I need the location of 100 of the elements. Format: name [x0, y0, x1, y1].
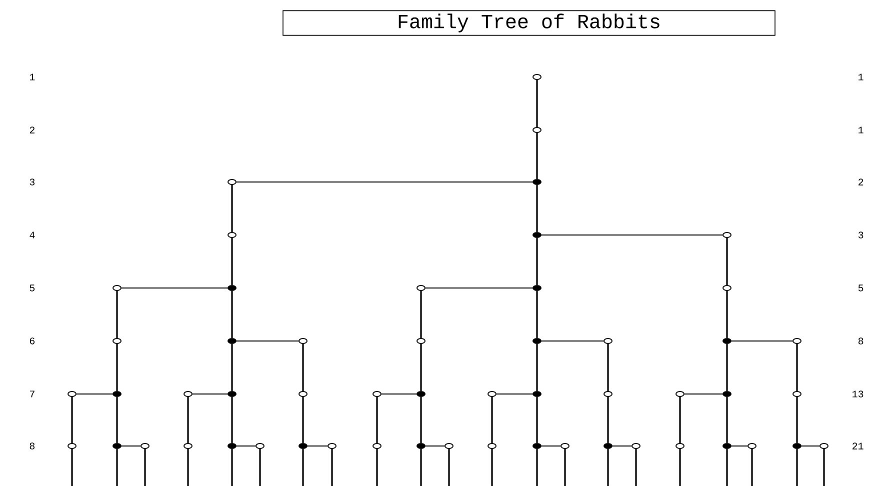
rabbit-node	[532, 232, 542, 238]
rabbit-node	[228, 285, 236, 291]
tree-line	[536, 185, 538, 232]
rabbit-node	[256, 443, 264, 449]
generation-number: 6	[30, 338, 35, 344]
title: Family Tree of Rabbits	[282, 10, 776, 36]
tree-line	[376, 397, 378, 443]
tree-line	[236, 340, 299, 342]
tree-line	[420, 449, 422, 486]
tree-line	[536, 80, 538, 127]
tree-line	[679, 449, 681, 486]
rabbit-node	[632, 443, 640, 449]
population-count: 1	[858, 74, 864, 80]
rabbit-node	[748, 443, 756, 449]
rabbit-node	[112, 391, 122, 397]
tree-line	[302, 344, 304, 391]
tree-line	[231, 344, 233, 391]
rabbit-node	[488, 391, 496, 397]
rabbit-node	[722, 391, 732, 397]
rabbit-node	[820, 443, 828, 449]
tree-line	[420, 291, 422, 338]
tree-line	[187, 449, 189, 486]
rabbit-node	[532, 179, 542, 185]
rabbit-node	[722, 232, 732, 238]
rabbit-node	[228, 443, 236, 449]
generation-number: 1	[30, 74, 35, 80]
rabbit-node	[604, 338, 612, 344]
tree-line	[331, 449, 333, 486]
rabbit-node	[532, 285, 542, 291]
tree-line	[71, 397, 73, 443]
population-count: 1	[858, 126, 864, 134]
rabbit-node	[604, 443, 612, 449]
rabbit-node	[112, 285, 122, 291]
rabbit-node	[604, 391, 612, 397]
rabbit-node	[140, 443, 150, 449]
tree-line	[751, 449, 753, 486]
tree-line	[536, 133, 538, 179]
rabbit-node	[444, 443, 454, 449]
tree-line	[259, 449, 261, 486]
generation-number: 5	[30, 284, 35, 292]
rabbit-node	[416, 391, 426, 397]
rabbit-node	[416, 338, 426, 344]
tree-line	[635, 449, 637, 486]
tree-line	[116, 291, 118, 338]
rabbit-node	[676, 391, 684, 397]
tree-line	[491, 449, 493, 486]
generation-number: 8	[30, 442, 35, 450]
rabbit-node	[722, 443, 732, 449]
rabbit-node	[112, 443, 122, 449]
rabbit-node	[792, 391, 802, 397]
tree-line	[726, 238, 728, 285]
tree-line	[231, 185, 233, 232]
rabbit-node	[68, 443, 76, 449]
rabbit-node	[676, 443, 684, 449]
rabbit-node	[228, 179, 236, 185]
tree-line	[823, 449, 825, 486]
rabbit-node	[532, 127, 542, 133]
rabbit-node	[560, 443, 570, 449]
rabbit-node	[532, 338, 542, 344]
tree-line	[607, 397, 609, 443]
tree-line	[726, 397, 728, 443]
rabbit-node	[722, 285, 732, 291]
rabbit-node	[228, 232, 236, 238]
population-count: 3	[858, 232, 864, 238]
rabbit-node	[532, 443, 542, 449]
generation-number: 3	[30, 178, 35, 186]
tree-line	[679, 397, 681, 443]
rabbit-node	[328, 443, 336, 449]
tree-line	[116, 397, 118, 443]
tree-line	[420, 397, 422, 443]
rabbit-node	[184, 443, 192, 449]
rabbit-node	[298, 338, 308, 344]
population-count: 8	[858, 338, 864, 344]
rabbit-node	[792, 443, 802, 449]
tree-line	[231, 397, 233, 443]
tree-line	[536, 238, 538, 285]
rabbit-node	[372, 391, 382, 397]
tree-line	[541, 340, 604, 342]
rabbit-node	[298, 443, 308, 449]
tree-line	[116, 344, 118, 391]
rabbit-node	[112, 338, 122, 344]
tree-line	[116, 449, 118, 486]
tree-line	[302, 397, 304, 443]
tree-line	[796, 397, 798, 443]
generation-number: 4	[30, 232, 35, 238]
tree-line	[144, 449, 146, 486]
tree-line	[231, 238, 233, 285]
population-count: 13	[852, 390, 864, 398]
tree-line	[536, 397, 538, 443]
rabbit-node	[532, 391, 542, 397]
rabbit-node	[532, 74, 542, 80]
rabbit-node	[792, 338, 802, 344]
rabbit-node	[416, 443, 426, 449]
rabbit-node	[488, 443, 496, 449]
rabbit-node	[228, 391, 236, 397]
tree-line	[302, 449, 304, 486]
rabbit-node	[228, 338, 236, 344]
tree-line	[607, 344, 609, 391]
tree-line	[420, 344, 422, 391]
population-count: 5	[858, 284, 864, 292]
